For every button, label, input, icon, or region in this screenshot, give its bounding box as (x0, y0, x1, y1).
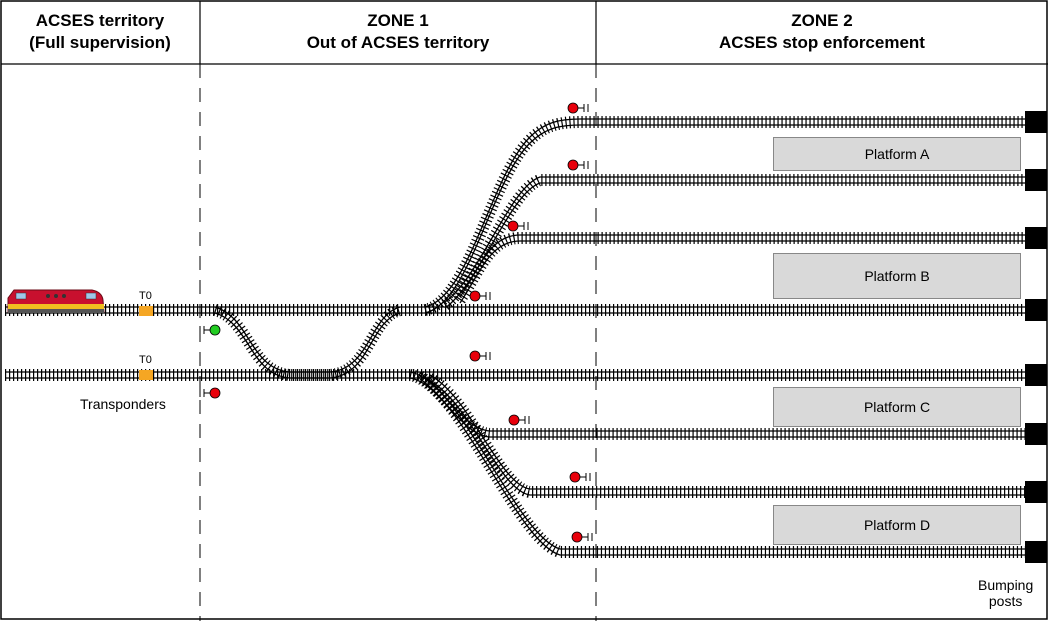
bumping-post-1 (1025, 111, 1047, 133)
zone-header-zone2: ZONE 2 ACSES stop enforcement (596, 0, 1048, 64)
bumping-posts-caption-line1: Bumping (978, 577, 1034, 593)
platform-d: Platform D (773, 505, 1021, 545)
zone-header-zone1-line1: ZONE 1 (367, 11, 429, 30)
bumping-post-8 (1025, 541, 1047, 563)
bumping-post-3 (1025, 227, 1047, 249)
signal-track-c (508, 414, 530, 426)
zone-header-zone1: ZONE 1 Out of ACSES territory (200, 0, 596, 64)
bumping-post-5 (1025, 364, 1047, 386)
signal-main-lower (469, 350, 491, 362)
bumping-post-7 (1025, 481, 1047, 503)
track-to-a-upper (422, 116, 1030, 316)
platform-a: Platform A (773, 137, 1021, 171)
transponder-upper (139, 306, 153, 316)
main-track-upper (5, 304, 1030, 316)
track-to-d-upper (426, 372, 1030, 498)
bumping-post-4 (1025, 299, 1047, 321)
track-to-b-upper (454, 232, 1030, 304)
transponder-label-upper: T0 (139, 290, 152, 302)
signals-layer (199, 102, 593, 543)
train-icon (7, 289, 105, 313)
signal-track-d-upper (569, 471, 591, 483)
transponder-lower (139, 370, 153, 380)
track-to-a-lower (441, 174, 1030, 310)
zone-header-acses-line2: (Full supervision) (29, 33, 171, 52)
platform-b: Platform B (773, 253, 1021, 299)
signal-track-d-lower (571, 531, 593, 543)
signal-entry-upper (199, 324, 221, 336)
zone-header-zone1-line2: Out of ACSES territory (306, 33, 490, 52)
signal-entry-lower (199, 387, 221, 399)
crossover-track (212, 304, 403, 381)
transponder-label-lower: T0 (139, 354, 152, 366)
signal-track-a-lower (567, 159, 589, 171)
bumping-post-6 (1025, 423, 1047, 445)
bumping-posts-caption-line2: posts (988, 593, 1023, 609)
main-track-lower (5, 369, 1030, 381)
tracks-layer (5, 116, 1030, 558)
zone-header-zone2-line2: ACSES stop enforcement (719, 33, 925, 52)
bumping-posts-caption: Bumping posts (978, 577, 1033, 609)
signal-main-upper (469, 290, 491, 302)
signal-track-a-upper (567, 102, 589, 114)
zone-header-acses-line1: ACSES territory (35, 11, 165, 30)
zone-header-zone2-line1: ZONE 2 (791, 11, 853, 30)
bumping-posts-layer (1025, 111, 1047, 563)
track-to-d-lower (416, 371, 1030, 558)
platform-c: Platform C (773, 387, 1021, 427)
zone-header-acses: ACSES territory (Full supervision) (0, 0, 200, 64)
transponders-caption: Transponders (80, 396, 166, 412)
signal-track-b-upper (507, 220, 529, 232)
bumping-post-2 (1025, 169, 1047, 191)
